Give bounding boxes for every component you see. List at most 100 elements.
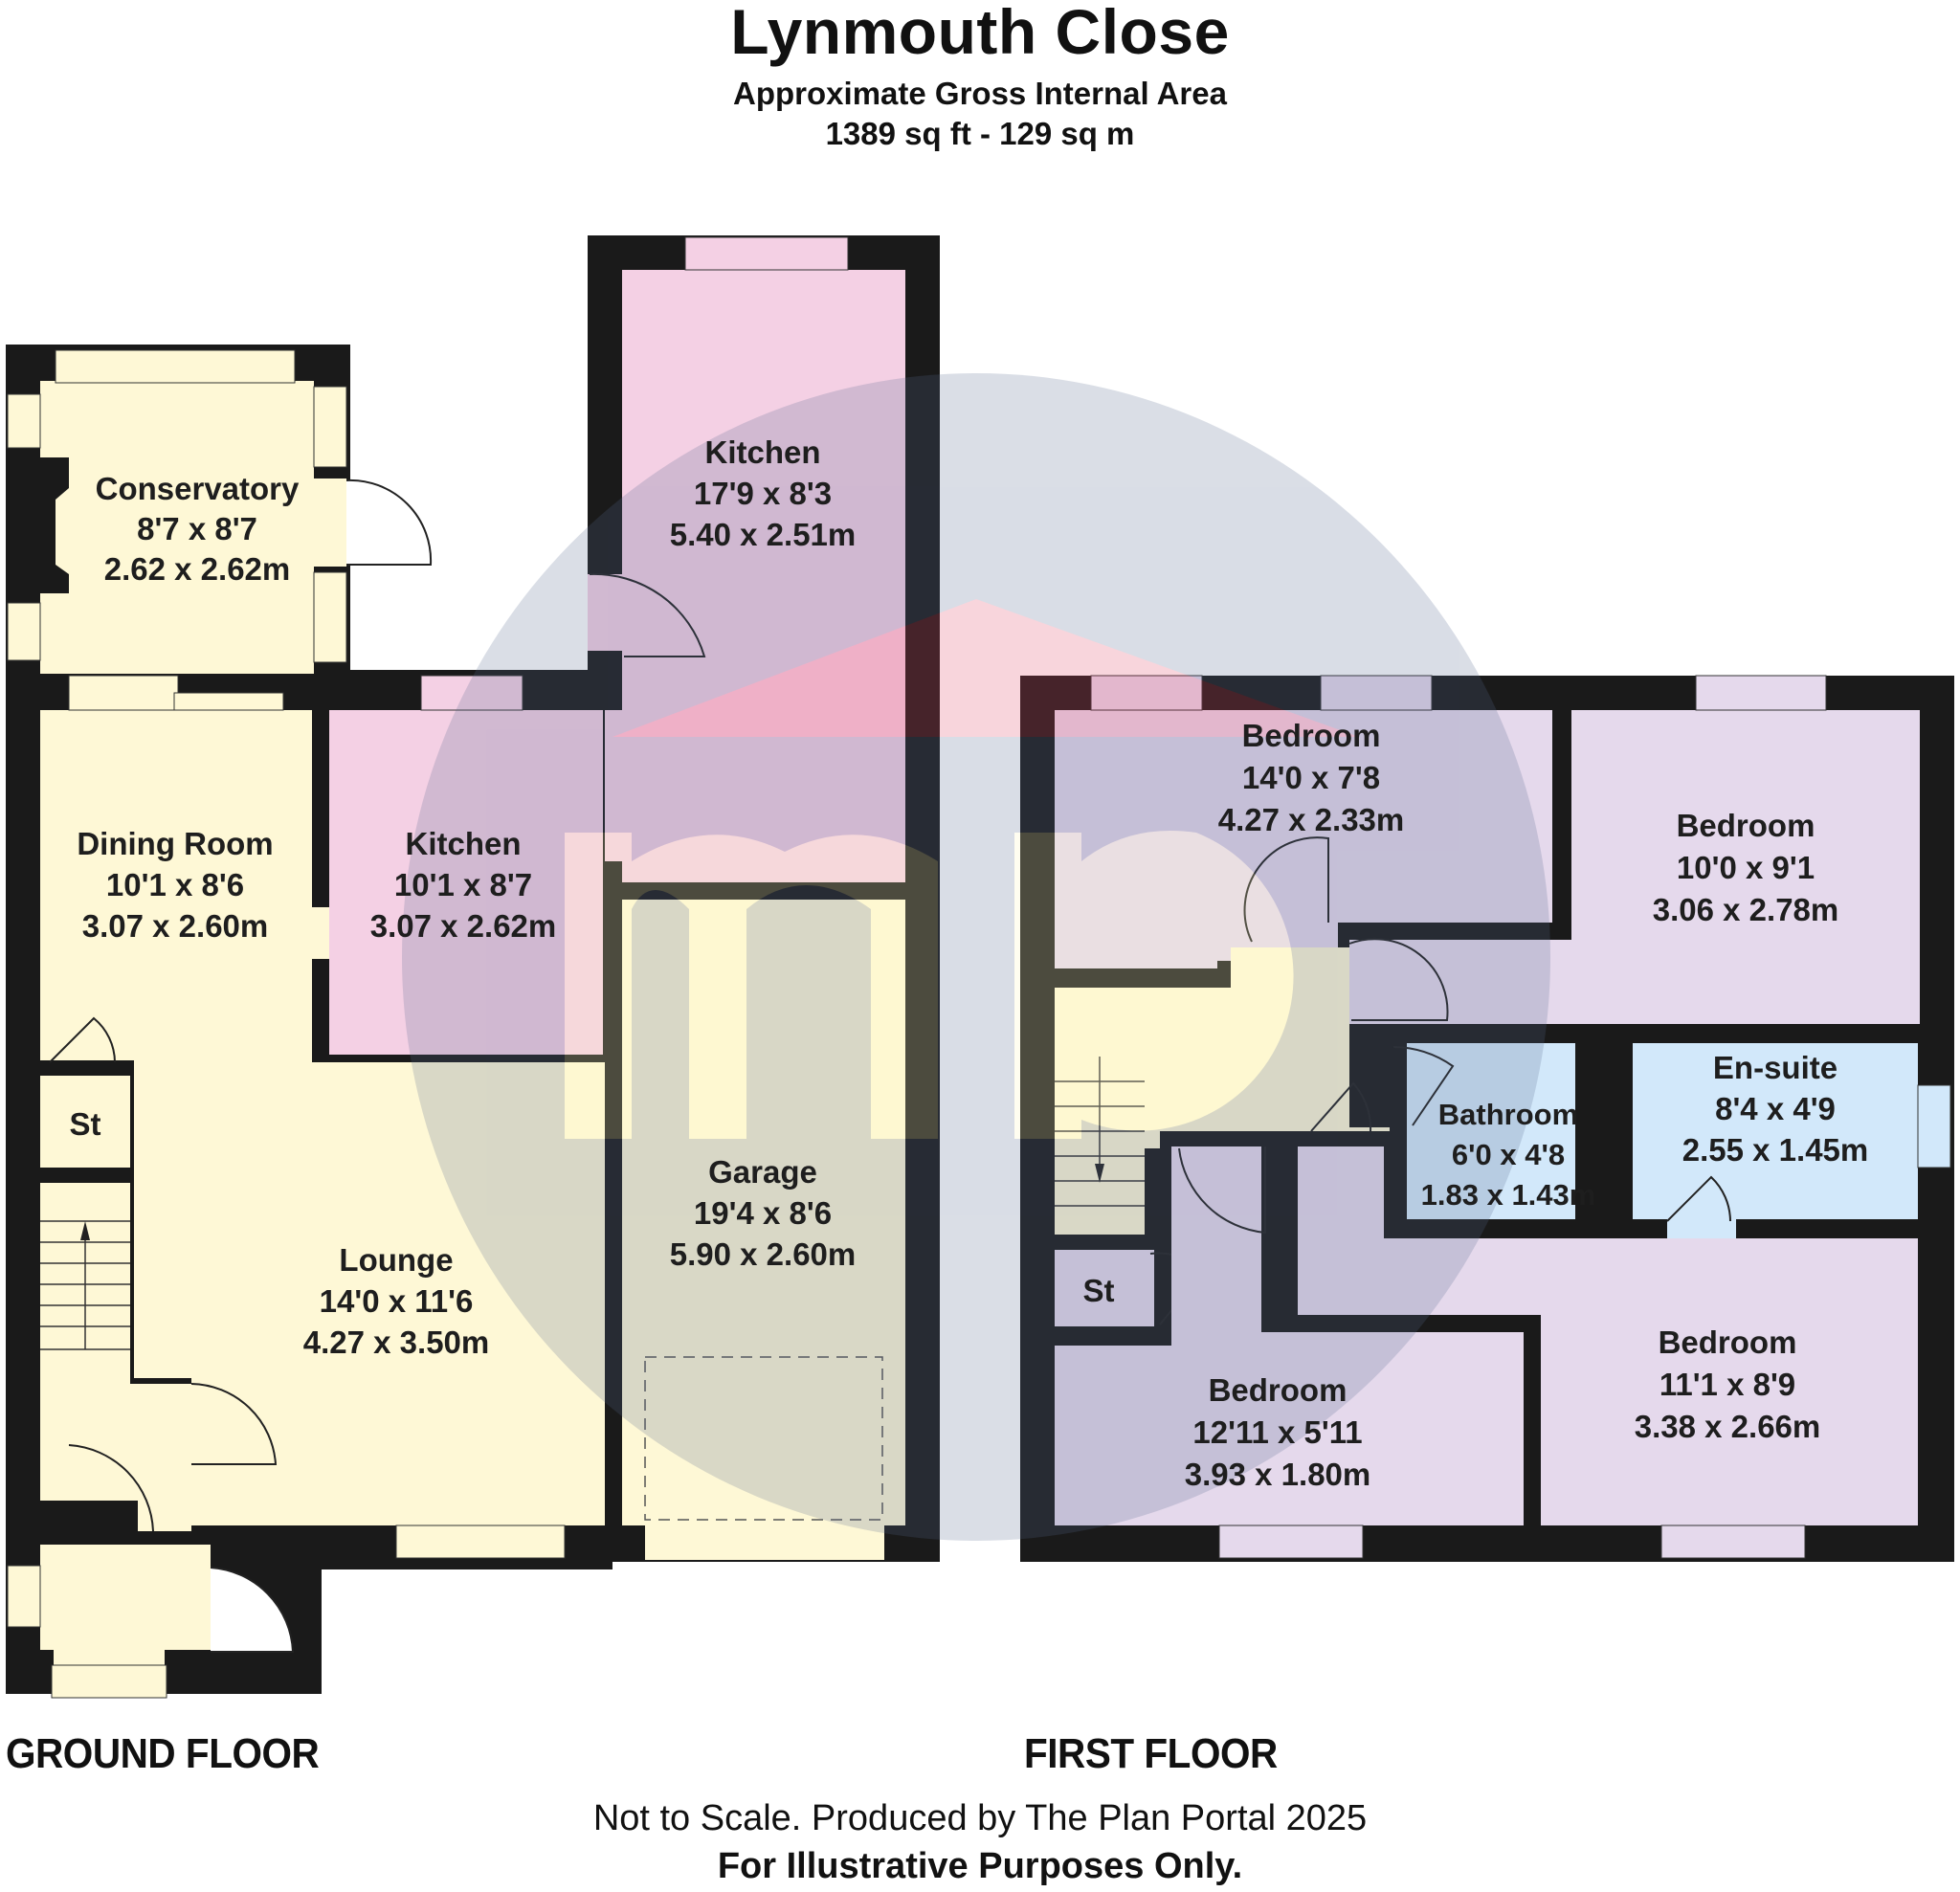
- room-metric: 2.62 x 2.62m: [104, 551, 291, 587]
- store-label: St: [70, 1106, 101, 1142]
- door-swing: [1243, 836, 1329, 943]
- room-name: Bedroom: [1659, 1324, 1797, 1360]
- stairs-down-arrow-icon: [1095, 1164, 1104, 1183]
- room-metric: 4.27 x 2.33m: [1218, 802, 1405, 837]
- doorway: [314, 479, 346, 567]
- ground-floor-plan: [6, 235, 940, 1699]
- room-hall: [40, 1384, 191, 1531]
- door-swing: [589, 572, 706, 657]
- room-name: Kitchen: [405, 826, 521, 861]
- door-swing: [68, 1444, 154, 1532]
- room-porch: [40, 1545, 211, 1690]
- window: [684, 236, 849, 271]
- area-subtitle: Approximate Gross Internal Area: [733, 76, 1227, 111]
- room-metric: 3.06 x 2.78m: [1653, 892, 1839, 927]
- room-metric: 5.40 x 2.51m: [670, 517, 857, 552]
- room-dining-lounge: [40, 710, 605, 1525]
- room-name: En-suite: [1713, 1050, 1838, 1085]
- window: [7, 393, 41, 449]
- room-name: Dining Room: [77, 826, 273, 861]
- window: [7, 1565, 41, 1628]
- door-swing: [1178, 1146, 1266, 1235]
- room-imperial: 8'7 x 8'7: [137, 511, 257, 546]
- room-en-suite: [1633, 1043, 1918, 1219]
- room-name: Bathroom: [1438, 1098, 1578, 1131]
- room-metric: 4.27 x 3.50m: [303, 1324, 490, 1360]
- ground-floor-label: GROUND FLOOR: [6, 1730, 320, 1777]
- doorway: [1667, 1219, 1736, 1238]
- room-imperial: 10'1 x 8'7: [394, 867, 532, 902]
- room-imperial: 14'0 x 7'8: [1242, 760, 1380, 795]
- opening: [605, 756, 624, 861]
- door-swing: [1310, 1081, 1372, 1132]
- room-labels: Conservatory 8'7 x 8'7 2.62 x 2.62m Kitc…: [70, 434, 1869, 1492]
- room-bedroom-3: [1055, 1146, 1524, 1525]
- car-outline: [644, 1356, 883, 1521]
- room-imperial: 14'0 x 11'6: [320, 1283, 474, 1319]
- room-name: Garage: [708, 1154, 817, 1190]
- window: [1695, 675, 1827, 711]
- room-metric: 3.07 x 2.62m: [370, 908, 557, 944]
- room-kitchen-long: [622, 270, 905, 882]
- disclaimer: Not to Scale. Produced by The Plan Porta…: [592, 1798, 1368, 1838]
- illustrative-note: For Illustrative Purposes Only.: [717, 1846, 1243, 1886]
- gross-area: 1389 sq ft - 129 sq m: [825, 116, 1135, 151]
- room-imperial: 11'1 x 8'9: [1659, 1367, 1795, 1402]
- window: [55, 349, 296, 384]
- room-imperial: 10'1 x 8'6: [106, 867, 244, 902]
- room-bathroom: [1407, 1043, 1575, 1219]
- window: [313, 571, 347, 663]
- door-swing: [190, 1383, 278, 1465]
- room-imperial: 19'4 x 8'6: [694, 1195, 832, 1231]
- window: [51, 1664, 167, 1699]
- window: [1660, 1525, 1806, 1559]
- room-conservatory: [40, 381, 314, 674]
- window: [68, 675, 179, 711]
- window: [173, 692, 284, 711]
- garage-door: [645, 1525, 884, 1560]
- room-name: Bedroom: [1242, 718, 1381, 753]
- room-name: Lounge: [339, 1242, 453, 1278]
- room-name: Bedroom: [1677, 808, 1815, 843]
- mb-watermark-logo: [402, 373, 1550, 1541]
- room-imperial: 8'4 x 4'9: [1715, 1091, 1836, 1126]
- window: [7, 602, 41, 661]
- door-swing: [49, 1016, 116, 1063]
- stairs-up-arrow-icon: [80, 1221, 90, 1240]
- front-door-swing: [210, 1567, 295, 1653]
- room-metric: 2.55 x 1.45m: [1682, 1132, 1869, 1168]
- room-bedroom-2: [1349, 710, 1920, 1024]
- room-metric: 1.83 x 1.43m: [1421, 1178, 1596, 1212]
- room-metric: 3.38 x 2.66m: [1635, 1409, 1821, 1444]
- room-imperial: 10'0 x 9'1: [1677, 850, 1815, 885]
- window: [395, 1525, 566, 1559]
- room-garage: [622, 900, 905, 1525]
- doorway: [605, 710, 624, 756]
- room-metric: 3.93 x 1.80m: [1185, 1457, 1371, 1492]
- door-swing: [1666, 1175, 1731, 1222]
- window: [1090, 675, 1203, 711]
- window: [420, 675, 523, 711]
- page-title: Lynmouth Close: [730, 0, 1230, 67]
- window: [1218, 1525, 1364, 1559]
- window: [1320, 675, 1433, 711]
- door-swing: [1392, 1046, 1455, 1126]
- chimney-breast: [40, 457, 69, 593]
- store-label: St: [1083, 1273, 1115, 1308]
- doorway: [588, 574, 626, 651]
- first-floor-label: FIRST FLOOR: [1024, 1730, 1278, 1777]
- door-swing: [345, 479, 433, 566]
- room-metric: 3.07 x 2.60m: [82, 908, 269, 944]
- room-name: Kitchen: [704, 434, 820, 470]
- doorway: [304, 907, 329, 959]
- first-floor-plan: [1020, 675, 1954, 1562]
- room-bedroom-4: [1298, 1146, 1918, 1525]
- window: [1917, 1084, 1951, 1169]
- door-swing: [1348, 938, 1449, 1021]
- room-imperial: 12'11 x 5'11: [1192, 1414, 1362, 1450]
- stair-treads: [40, 1220, 130, 1350]
- room-store: [40, 1076, 130, 1168]
- room-imperial: 17'9 x 8'3: [694, 476, 832, 511]
- room-imperial: 6'0 x 4'8: [1452, 1138, 1565, 1171]
